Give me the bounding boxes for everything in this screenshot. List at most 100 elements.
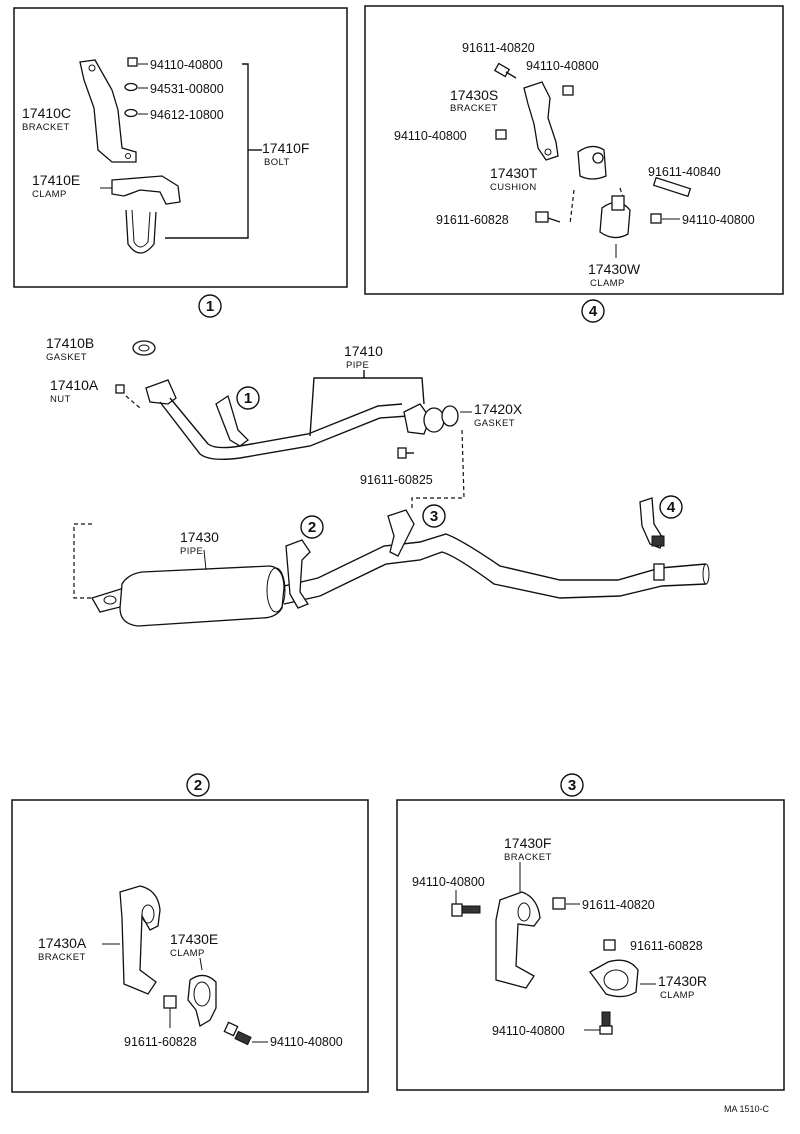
hanger-4-cushion xyxy=(651,535,665,547)
muffler-flange-hole xyxy=(103,595,117,605)
callout-2-label: 2 xyxy=(194,777,202,794)
detail-box-2-frame xyxy=(11,799,369,1093)
bracket-hole xyxy=(125,153,131,159)
tailpipe-lower xyxy=(283,551,707,605)
label-17410f: 17410F xyxy=(262,140,309,156)
tailpipe-end xyxy=(702,563,710,585)
bracket-hole xyxy=(88,64,96,72)
hanger-2-shape xyxy=(285,539,311,609)
nut-icon xyxy=(127,57,138,67)
label-94110-40800-b: 94110-40800 xyxy=(492,1024,565,1038)
callout-circle-4 xyxy=(581,299,605,323)
label-cushion: CUSHION xyxy=(490,182,537,193)
clamp-ring xyxy=(193,981,211,1007)
label-17430s: 17430S xyxy=(450,87,498,103)
pipe-17410-leader xyxy=(309,377,425,437)
label-pipe-17410: PIPE xyxy=(346,360,369,371)
bolt-shank xyxy=(505,71,517,79)
washer-icon xyxy=(124,82,138,92)
detail-box-1: 94110-40800 94531-00800 94612-10800 1741… xyxy=(13,7,348,288)
bolt-icon xyxy=(397,447,407,459)
dashed-connection xyxy=(411,429,465,508)
bolt-icon xyxy=(535,211,549,223)
hanger-4-clamp xyxy=(653,563,665,581)
pipe-17410-upper xyxy=(159,401,409,461)
bolt-thread xyxy=(234,1030,252,1046)
hanger-3-shape xyxy=(387,509,415,557)
gasket-17410b-shape xyxy=(132,340,156,356)
label-94110-40800-b: 94110-40800 xyxy=(394,129,467,143)
bracket-17430f-shape xyxy=(495,891,541,989)
label-17410e: 17410E xyxy=(32,172,80,188)
label-bracket: BRACKET xyxy=(38,952,86,963)
label-17430w: 17430W xyxy=(588,261,641,277)
clamp-ring xyxy=(603,969,629,991)
detail-box-3: 17430F BRACKET 94110-40800 91611-40820 9… xyxy=(396,799,785,1091)
gasket-17420x-shape xyxy=(423,407,445,433)
bolt-shank xyxy=(547,217,561,223)
callout-circle-1 xyxy=(198,294,222,318)
callout-2-main-label: 2 xyxy=(308,519,316,536)
detail-box-2: 17430A BRACKET 17430E CLAMP 91611-60828 … xyxy=(11,799,369,1093)
gasket-hole xyxy=(138,344,150,352)
label-94110-40800-c: 94110-40800 xyxy=(682,213,755,227)
dashed-leader xyxy=(125,395,141,409)
label-91611-60828: 91611-60828 xyxy=(630,939,703,953)
label-clamp: CLAMP xyxy=(660,990,695,1001)
cushion-boss xyxy=(592,152,604,164)
label-bracket: BRACKET xyxy=(450,103,498,114)
detail-box-3-frame xyxy=(396,799,785,1091)
u-bolt-inner xyxy=(131,209,151,248)
label-94110-40800: 94110-40800 xyxy=(270,1035,343,1049)
bolt-icon xyxy=(451,903,463,917)
callout-circle-3-main xyxy=(422,504,446,528)
label-bracket: BRACKET xyxy=(22,122,70,133)
clamp-17430e-shape xyxy=(187,974,217,1028)
u-bolt-shape xyxy=(125,209,157,254)
pipe-17410-lower xyxy=(169,397,403,449)
nut-icon xyxy=(650,213,662,224)
label-17410a: 17410A xyxy=(50,377,99,393)
label-91611-60825: 91611-60825 xyxy=(360,473,433,487)
callout-circle-1-main xyxy=(236,386,260,410)
label-bolt: BOLT xyxy=(264,157,290,168)
footer-code: MA 1510-C xyxy=(724,1104,770,1114)
main-assembly: 17410B GASKET 17410A NUT 17410 PIPE 1742… xyxy=(46,335,710,627)
dashed-bracket-left xyxy=(73,523,96,599)
nut-icon xyxy=(495,129,507,140)
leader xyxy=(203,549,207,571)
label-bracket: BRACKET xyxy=(504,852,552,863)
detail-box-4: 91611-40820 94110-40800 17430S BRACKET 9… xyxy=(364,5,784,295)
label-17430t: 17430T xyxy=(490,165,538,181)
clamp-17410e-shape xyxy=(111,175,181,205)
label-clamp: CLAMP xyxy=(590,278,625,289)
cushion-17430t-shape xyxy=(577,145,607,180)
label-gasket-x: GASKET xyxy=(474,418,515,429)
label-17420x: 17420X xyxy=(474,401,523,417)
gasket-ring xyxy=(441,405,459,427)
callout-circle-2-main xyxy=(300,515,324,539)
label-94110-40800: 94110-40800 xyxy=(150,58,223,72)
callout-3-label: 3 xyxy=(568,777,576,794)
pipe-bracket xyxy=(215,394,249,447)
callout-1-main-label: 1 xyxy=(244,390,252,407)
muffler-end xyxy=(266,567,286,613)
bolt-icon xyxy=(493,62,511,78)
label-17410c: 17410C xyxy=(22,105,71,121)
lock-washer-icon xyxy=(124,108,138,118)
bracket-17430a-shape xyxy=(119,885,161,995)
label-nut: NUT xyxy=(50,394,71,405)
detail-box-1-frame xyxy=(13,7,348,288)
label-clamp: CLAMP xyxy=(170,948,205,959)
label-94110-40800-a: 94110-40800 xyxy=(526,59,599,73)
label-17430r: 17430R xyxy=(658,973,707,989)
label-pipe-17430: PIPE xyxy=(180,546,203,557)
nut-icon xyxy=(603,939,616,951)
label-94612-10800: 94612-10800 xyxy=(150,108,224,122)
bracket-hole xyxy=(141,904,155,924)
label-94110-40800-a: 94110-40800 xyxy=(412,875,485,889)
bracket-17410c-shape xyxy=(79,59,137,163)
label-94531-00800: 94531-00800 xyxy=(150,82,224,96)
label-91611-40820: 91611-40820 xyxy=(462,41,535,55)
